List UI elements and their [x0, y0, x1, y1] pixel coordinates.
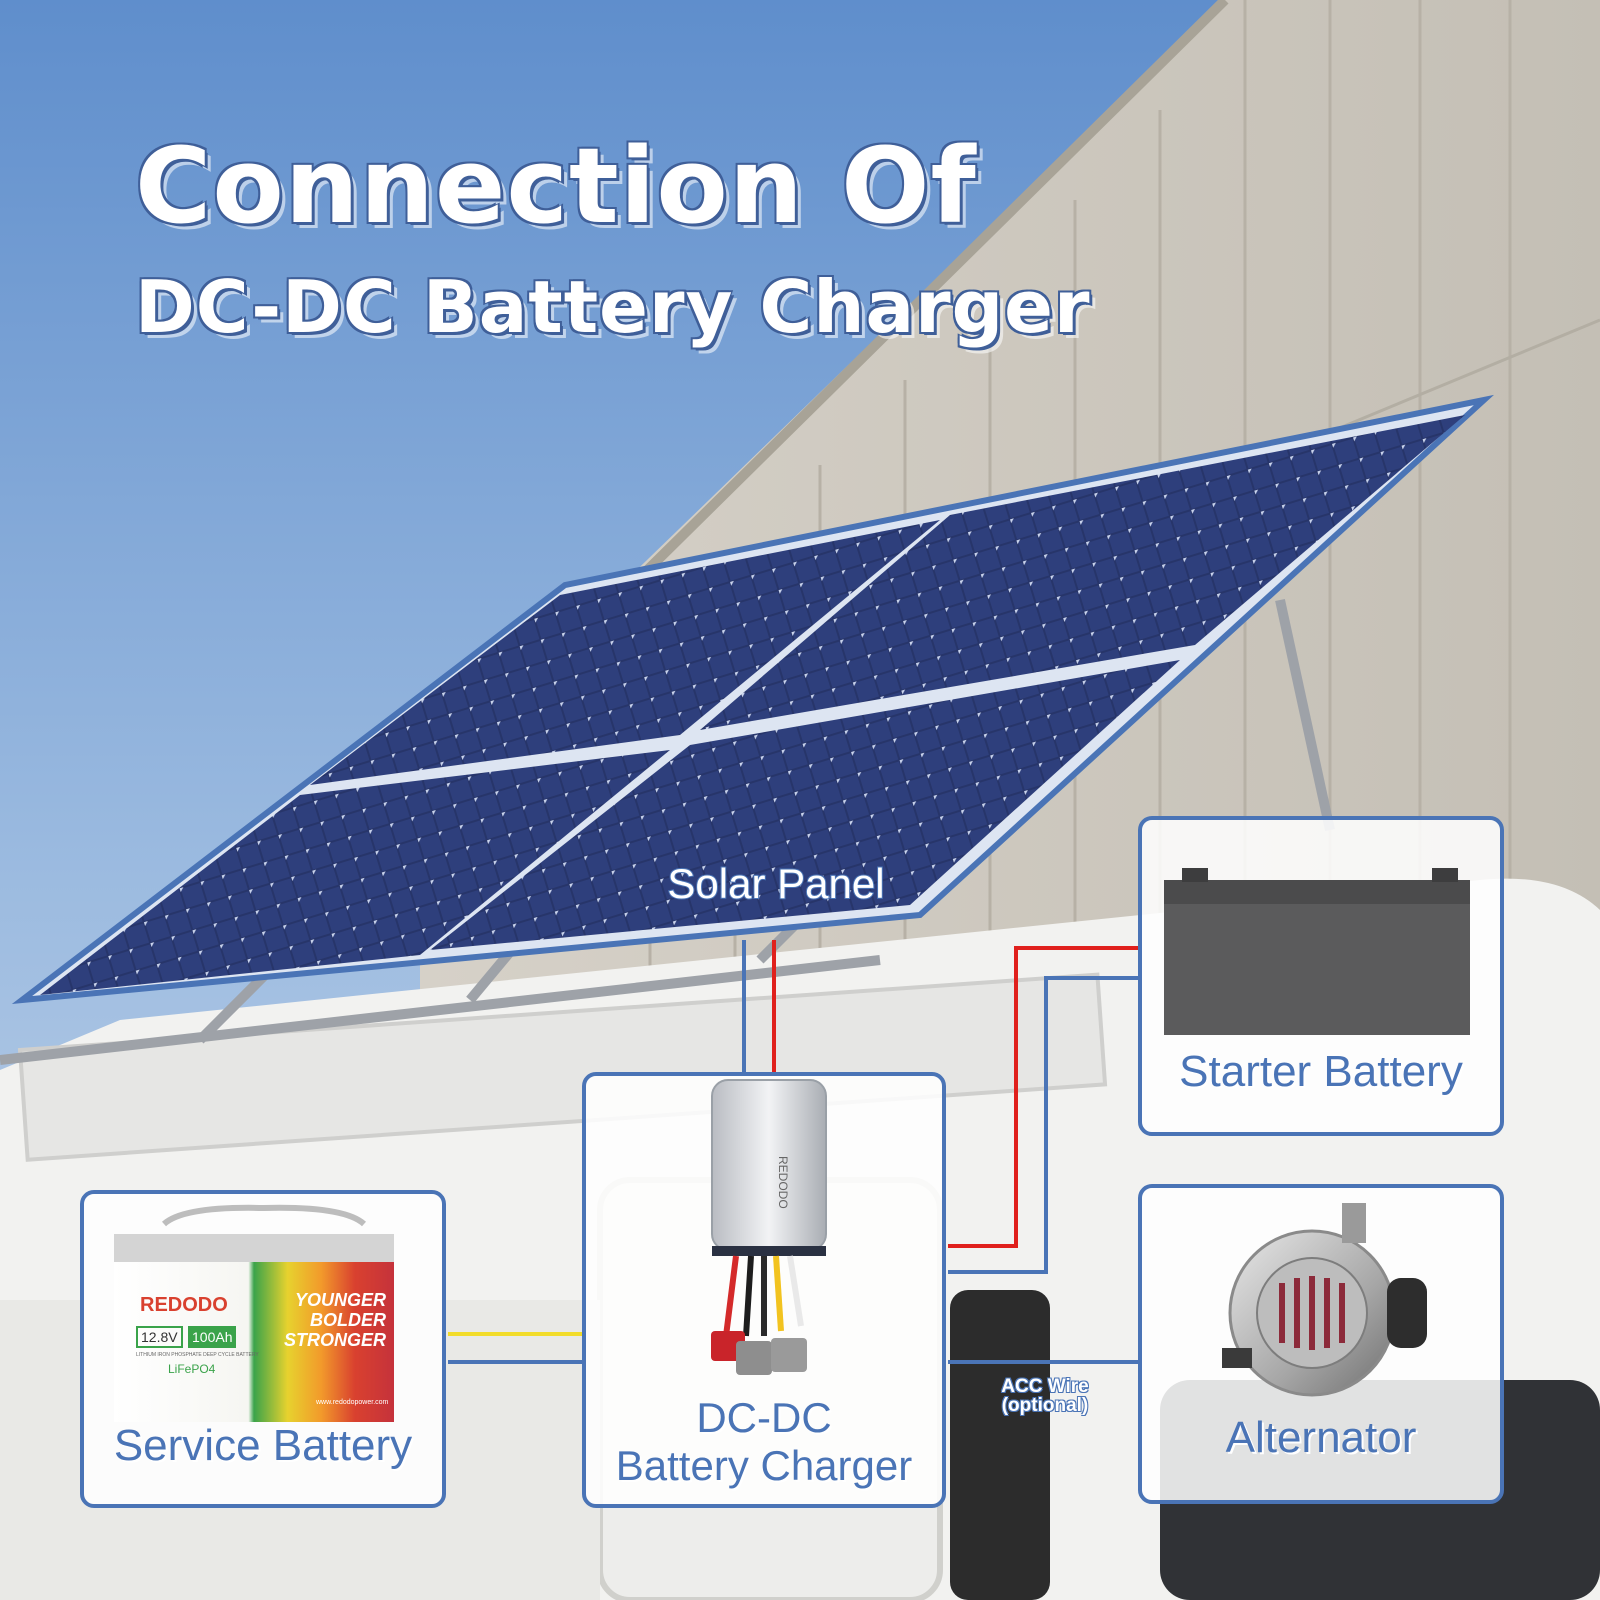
rv-window	[950, 1290, 1050, 1600]
starter-negative-wire	[948, 976, 1138, 1274]
wiring	[448, 940, 1138, 1364]
acc-wire-label-line1: ACC Wire	[1001, 1376, 1089, 1397]
solar-panel-array	[11, 394, 1495, 1004]
starter-battery-card: Starter Battery	[1138, 816, 1504, 1136]
starter-positive-wire	[948, 946, 1138, 1248]
acc-wire-label-line2: (optional)	[1001, 1395, 1089, 1416]
solar-module	[310, 520, 940, 785]
dcdc-charger-label-line2: Battery Charger	[615, 1442, 913, 1489]
title-line-2: DC-DC Battery Charger	[135, 265, 1091, 349]
alternator-image	[1222, 1203, 1427, 1397]
battery-voltage: 12.8V	[136, 1326, 183, 1348]
battery-brand: REDODO	[140, 1294, 228, 1316]
dcdc-charger-image	[711, 1079, 827, 1375]
battery-fine-print: LITHIUM IRON PHOSPHATE DEEP CYCLE BATTER…	[136, 1352, 259, 1358]
battery-website: www.redodopower.com	[316, 1399, 389, 1406]
starter-battery-label: Starter Battery	[1179, 1047, 1463, 1096]
title-line-1: Connection Of	[135, 125, 977, 247]
alternator-label: Alternator	[1225, 1413, 1417, 1462]
service-battery-card: REDODO 12.8V 100Ah LITHIUM IRON PHOSPHAT…	[80, 1190, 446, 1508]
battery-slogan: YOUNGER BOLDER STRONGER	[266, 1290, 386, 1350]
battery-capacity: 100Ah	[188, 1326, 237, 1348]
service-battery-image	[114, 1204, 394, 1422]
acc-wire-label: ACC Wire (optional)	[990, 1377, 1100, 1415]
service-battery-label: Service Battery	[113, 1421, 413, 1470]
solar-module	[430, 660, 1180, 950]
charger-brand: REDODO	[776, 1156, 790, 1209]
solar-module	[700, 415, 1465, 730]
starter-battery-image	[1164, 868, 1470, 1035]
alternator-card: Alternator	[1138, 1184, 1504, 1504]
solar-panel-label: Solar Panel	[667, 860, 884, 907]
battery-slogan-line2: BOLDER	[310, 1310, 386, 1330]
dcdc-charger-label-line1: DC-DC	[696, 1394, 832, 1441]
battery-slogan-line1: YOUNGER	[294, 1290, 386, 1310]
dcdc-charger-label: DC-DC Battery Charger	[586, 1394, 942, 1490]
battery-chemistry: LiFePO4	[168, 1362, 216, 1376]
dcdc-charger-card: REDODO DC-DC Battery Charger	[582, 1072, 946, 1508]
rv-awning	[17, 972, 1108, 1162]
battery-slogan-line3: STRONGER	[283, 1330, 386, 1350]
solar-module	[40, 750, 670, 995]
